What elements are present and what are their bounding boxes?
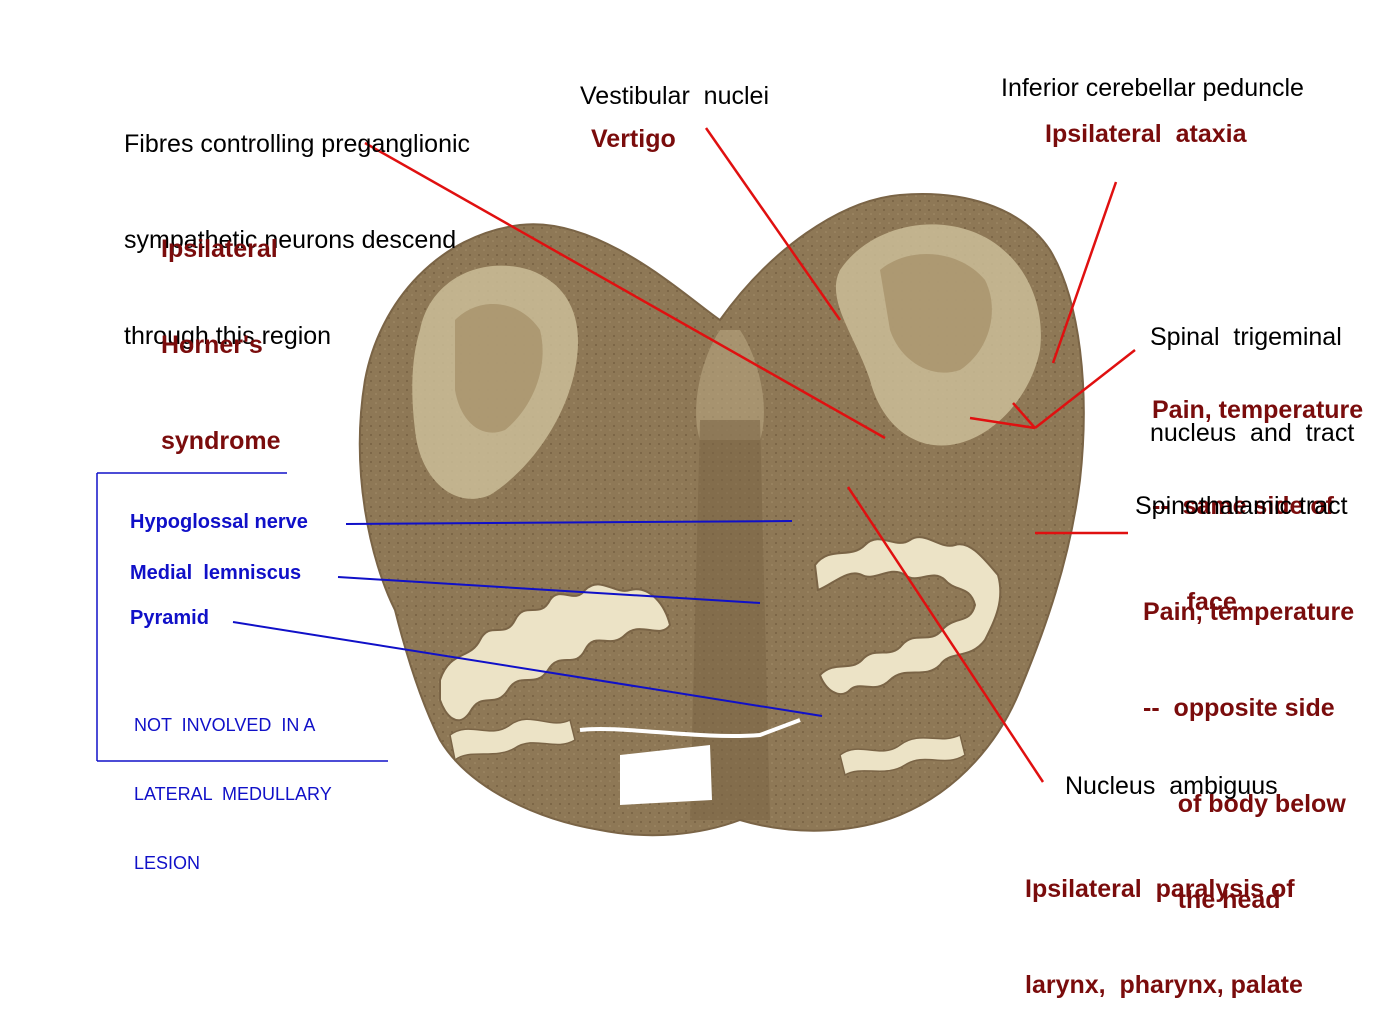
left-olive-lower: [449, 718, 576, 762]
deficit-line: Ipsilateral paralysis of: [1025, 875, 1295, 903]
label-spinal-trigeminal: Spinal trigeminal nucleus and tract: [1150, 257, 1354, 481]
note-line: LATERAL MEDULLARY: [134, 784, 332, 804]
midline-raphe: [690, 420, 770, 820]
deficit-line: -- same side of: [1152, 492, 1334, 520]
deficit-line: Pain, temperature: [1143, 598, 1355, 626]
deficit-line: of body below: [1143, 790, 1346, 818]
note-not-involved: NOT INVOLVED IN A LATERAL MEDULLARY LESI…: [134, 668, 332, 898]
deficit-vertigo: Vertigo: [591, 125, 676, 153]
deficit-face-pain: Pain, temperature -- same side of face: [1152, 330, 1363, 650]
deficit-line: Pain, temperature: [1152, 396, 1364, 424]
pointer-pyramid: [232, 621, 823, 717]
pointer-trigeminal-a: [1034, 349, 1136, 429]
label-sympathetic-fibres: Fibres controlling preganglionic sympath…: [124, 64, 470, 384]
dorsal-pale-region: [696, 330, 764, 440]
pointer-vestibular: [704, 127, 842, 321]
left-inferior-olive: [439, 583, 672, 722]
deficit-line: Horner's: [161, 331, 263, 359]
pointer-sympathetic: [364, 141, 886, 440]
pointer-lines-red: [364, 127, 1136, 783]
right-dorsal-inner: [880, 253, 992, 373]
label-line: nucleus and tract: [1150, 419, 1355, 447]
uninvolved-bracket: [96, 472, 388, 762]
pointer-trigeminal-c: [1012, 402, 1036, 429]
right-inferior-olive: [813, 536, 1002, 695]
deficit-line: larynx, pharynx, palate: [1025, 971, 1303, 999]
pointer-ambiguus: [846, 486, 1045, 783]
label-vestibular-nuclei: Vestibular nuclei: [580, 82, 770, 110]
pointer-trigeminal-b: [969, 416, 1036, 430]
left-dorsal-inner: [455, 303, 543, 433]
deficit-body-pain: Pain, temperature -- opposite side of bo…: [1143, 532, 1354, 948]
label-line: sympathetic neurons descend: [124, 226, 457, 254]
deficit-laryngeal-paralysis: Ipsilateral paralysis of larynx, pharynx…: [1025, 809, 1303, 1033]
section-tear: [620, 745, 712, 805]
pointer-medial-lemniscus: [337, 576, 761, 604]
note-line: NOT INVOLVED IN A: [134, 715, 316, 735]
label-medial-lemniscus: Medial lemniscus: [130, 562, 302, 584]
label-nucleus-ambiguus: Nucleus ambiguus: [1065, 772, 1278, 800]
label-inferior-cerebellar-peduncle: Inferior cerebellar peduncle: [1001, 74, 1304, 102]
pointer-icp: [1051, 181, 1118, 364]
deficit-line: Ipsilateral: [161, 235, 278, 263]
label-line: through this region: [124, 322, 332, 350]
label-spinothalamic-tract: Spinothalamic tract: [1135, 492, 1348, 520]
label-pyramid: Pyramid: [130, 607, 209, 629]
pointer-lines-blue: [232, 520, 823, 717]
section-crack: [579, 718, 801, 739]
label-hypoglossal-nerve: Hypoglossal nerve: [130, 511, 308, 533]
pointer-hypoglossal: [345, 520, 793, 525]
deficit-ataxia: Ipsilateral ataxia: [1045, 120, 1247, 148]
right-olive-lower: [839, 733, 966, 777]
deficit-line: the head: [1143, 886, 1281, 914]
label-line: Spinal trigeminal: [1150, 323, 1342, 351]
deficit-line: syndrome: [161, 427, 281, 455]
medulla-diagram: [96, 127, 1136, 837]
label-line: Fibres controlling preganglionic: [124, 130, 471, 158]
deficit-horners: Ipsilateral Horner's syndrome: [161, 169, 280, 489]
deficit-line: face: [1152, 588, 1237, 616]
deficit-line: -- opposite side: [1143, 694, 1335, 722]
note-line: LESION: [134, 853, 201, 873]
